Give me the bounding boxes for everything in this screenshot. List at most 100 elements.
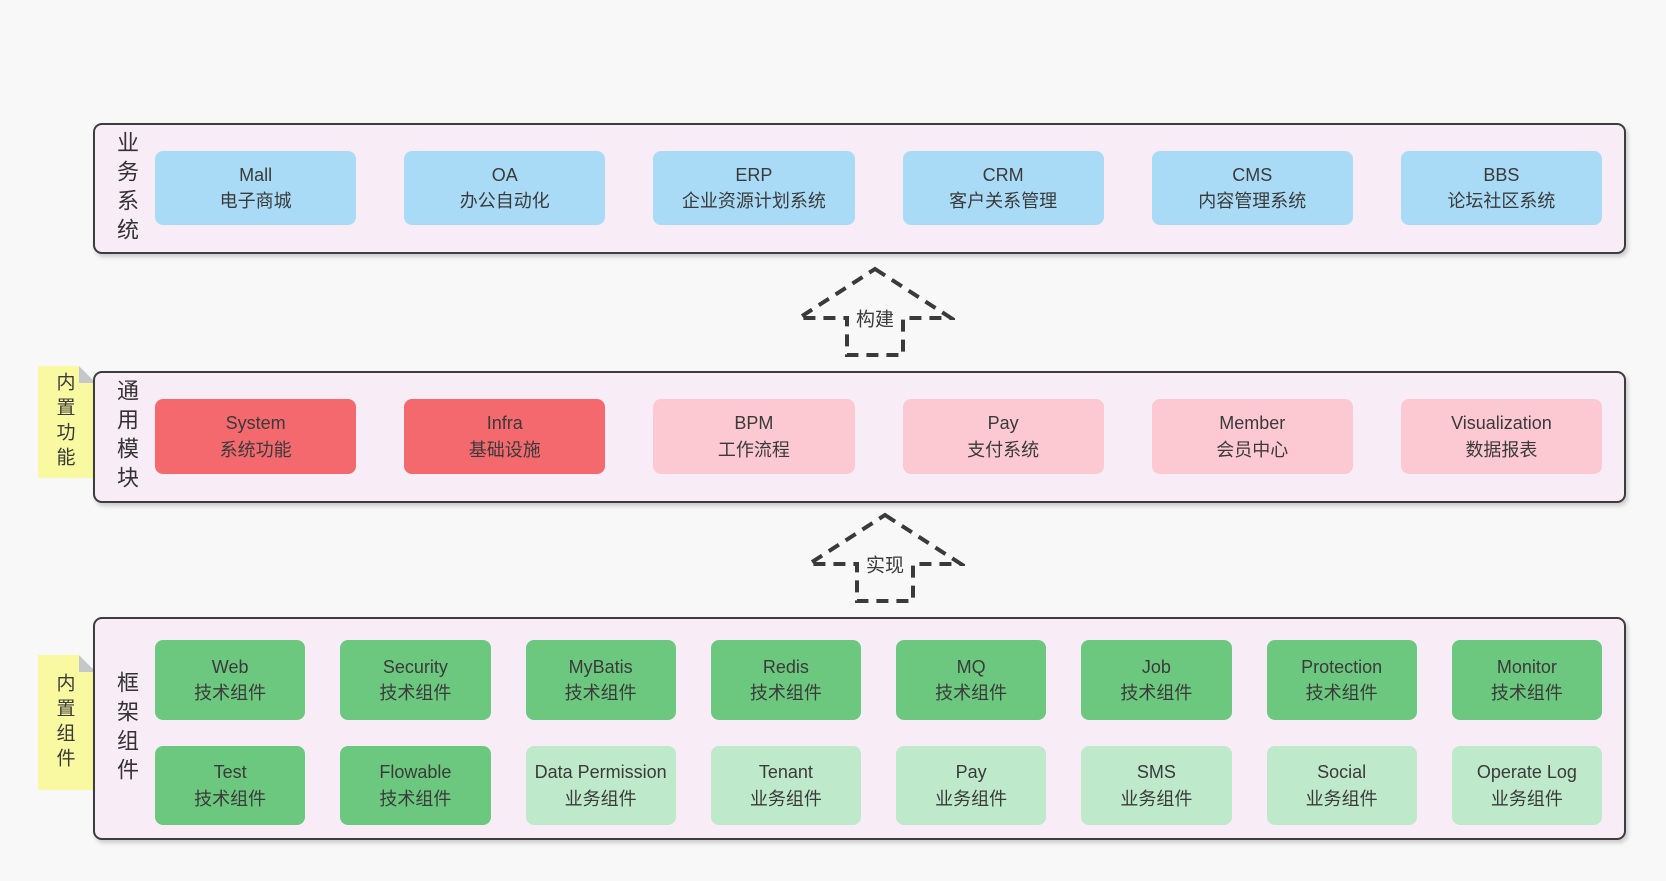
box-pay: Pay 支付系统 — [902, 399, 1104, 474]
box-pay: Pay 业务组件 — [896, 746, 1047, 825]
box-title: Data Permission — [534, 762, 667, 783]
layer-side-label: 通用模块 — [114, 379, 139, 495]
box-subtitle: 业务组件 — [1305, 788, 1378, 809]
box-security: Security 技术组件 — [340, 640, 491, 720]
box-bpm: BPM 工作流程 — [653, 399, 855, 474]
box-subtitle: 业务组件 — [1120, 788, 1193, 809]
box-title: CMS — [1232, 164, 1273, 185]
box-title: Pay — [987, 413, 1019, 434]
box-subtitle: 业务组件 — [1490, 788, 1563, 809]
box-subtitle: 企业资源计划系统 — [681, 191, 826, 211]
sticky-tab-label: 内置功能 — [53, 372, 75, 472]
box-subtitle: 论坛社区系统 — [1447, 191, 1556, 211]
box-subtitle: 技术组件 — [379, 788, 452, 809]
box-subtitle: 系统功能 — [219, 439, 292, 460]
box-title: Redis — [762, 656, 809, 677]
box-title: Protection — [1301, 656, 1383, 677]
sticky-tab-built-in-features: 内置功能 — [38, 366, 96, 478]
folded-corner-icon — [79, 366, 96, 383]
box-title: Member — [1219, 413, 1286, 434]
box-title: Pay — [955, 762, 987, 783]
box-visualization: Visualization 数据报表 — [1400, 399, 1603, 474]
box-subtitle: 技术组件 — [194, 683, 267, 703]
box-title: Visualization — [1451, 413, 1552, 434]
box-title: MQ — [956, 656, 986, 677]
layer-side-label: 业务系统 — [114, 130, 139, 247]
box-subtitle: 业务组件 — [564, 788, 637, 809]
box-redis: Redis 技术组件 — [710, 640, 861, 720]
box-subtitle: 电子商城 — [219, 191, 292, 211]
box-subtitle: 技术组件 — [1490, 683, 1563, 703]
box-protection: Protection 技术组件 — [1266, 640, 1417, 720]
box-title: Web — [211, 656, 249, 677]
box-title: SMS — [1136, 762, 1176, 783]
box-subtitle: 会员中心 — [1216, 439, 1289, 460]
box-subtitle: 数据报表 — [1465, 439, 1538, 460]
box-subtitle: 技术组件 — [379, 683, 452, 703]
build-arrow: 构建 — [795, 266, 955, 358]
dashed-up-arrow-icon — [795, 266, 955, 357]
dashed-up-arrow-icon — [805, 512, 965, 603]
box-title: CRM — [982, 164, 1024, 185]
arrow-label: 构建 — [850, 302, 900, 334]
box-title: Tenant — [758, 762, 813, 783]
implement-arrow: 实现 — [805, 512, 965, 604]
box-title: MyBatis — [568, 656, 633, 677]
box-title: Test — [213, 762, 247, 783]
box-title: Social — [1317, 762, 1367, 783]
box-mq: MQ 技术组件 — [896, 640, 1047, 720]
box-mall: Mall 电子商城 — [155, 151, 357, 225]
box-tenant: Tenant 业务组件 — [710, 746, 861, 825]
box-subtitle: 办公自动化 — [459, 191, 550, 211]
box-social: Social 业务组件 — [1266, 746, 1417, 825]
folded-corner-icon — [79, 655, 96, 672]
layer-side-label: 框架组件 — [114, 670, 139, 787]
box-mybatis: MyBatis 技术组件 — [525, 640, 676, 720]
box-oa: OA 办公自动化 — [404, 151, 606, 225]
box-subtitle: 技术组件 — [749, 683, 822, 703]
sticky-tab-label: 内置组件 — [53, 672, 75, 773]
box-web: Web 技术组件 — [155, 640, 306, 720]
box-title: Flowable — [379, 762, 452, 783]
box-title: Security — [382, 656, 448, 677]
box-title: BBS — [1483, 164, 1520, 185]
box-subtitle: 技术组件 — [194, 788, 267, 809]
box-test: Test 技术组件 — [155, 746, 306, 825]
box-title: Operate Log — [1476, 762, 1577, 783]
box-title: Infra — [486, 413, 523, 434]
box-title: OA — [491, 164, 518, 185]
sticky-tab-built-in-components: 内置组件 — [38, 655, 96, 790]
box-cms: CMS 内容管理系统 — [1151, 151, 1353, 225]
box-title: Mall — [239, 164, 273, 185]
box-subtitle: 客户关系管理 — [949, 191, 1058, 211]
box-title: BPM — [734, 413, 774, 434]
box-title: Job — [1141, 656, 1171, 677]
box-subtitle: 支付系统 — [967, 439, 1040, 460]
box-member: Member 会员中心 — [1151, 399, 1353, 474]
box-title: System — [225, 413, 286, 434]
box-subtitle: 业务组件 — [935, 788, 1008, 809]
arrow-label: 实现 — [860, 548, 910, 580]
box-subtitle: 技术组件 — [935, 683, 1008, 703]
box-flowable: Flowable 技术组件 — [340, 746, 491, 825]
box-subtitle: 技术组件 — [564, 683, 637, 703]
box-subtitle: 业务组件 — [749, 788, 822, 809]
box-sms: SMS 业务组件 — [1081, 746, 1232, 825]
box-subtitle: 工作流程 — [717, 439, 790, 460]
box-operate-log: Operate Log 业务组件 — [1451, 746, 1602, 825]
box-system: System 系统功能 — [155, 399, 357, 474]
box-data-permission: Data Permission 业务组件 — [525, 746, 676, 825]
box-title: Monitor — [1496, 656, 1557, 677]
box-subtitle: 技术组件 — [1305, 683, 1378, 703]
box-subtitle: 内容管理系统 — [1198, 191, 1307, 211]
